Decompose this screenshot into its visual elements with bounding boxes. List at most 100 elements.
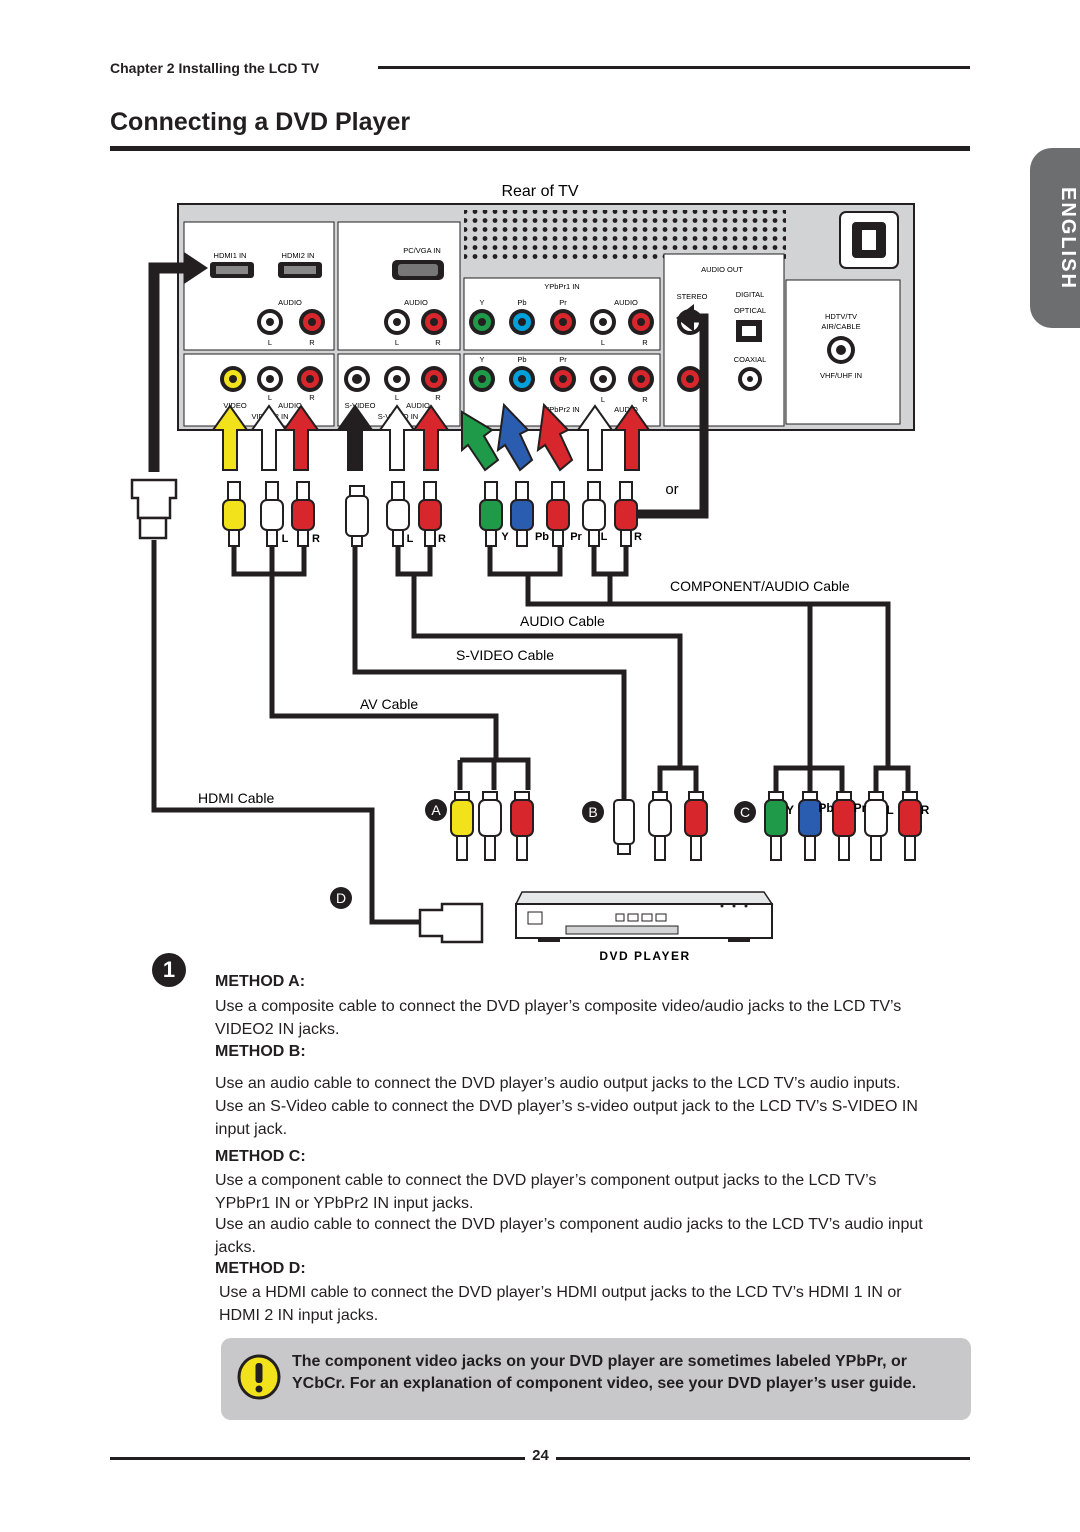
dvd-player-label: DVD PLAYER: [599, 949, 690, 963]
rca-jack: [550, 309, 576, 335]
rca-plug-white: [260, 481, 284, 547]
connection-diagram: Rear of TV: [130, 183, 930, 963]
method-marker-b: B: [582, 801, 604, 823]
y-label: Y: [501, 531, 509, 543]
audio-label: AUDIO: [614, 298, 638, 307]
hdmi-cable-label: HDMI Cable: [198, 790, 274, 806]
r-label: R: [634, 531, 642, 543]
vhf-label: VHF/UHF IN: [820, 371, 862, 380]
rca-plug-red: [898, 791, 922, 861]
audio-cable-label: AUDIO Cable: [520, 613, 605, 629]
hdmi-cable: [130, 252, 484, 944]
ypbpr2-label: YPbPr2 IN: [544, 405, 579, 414]
rca-jack: [421, 309, 447, 335]
l-label: L: [407, 533, 414, 545]
air-cable-label: AIR/CABLE: [821, 322, 860, 331]
r-label: R: [921, 803, 930, 817]
r-label: R: [309, 338, 315, 347]
method-b-text: Use an audio cable to connect the DVD pl…: [215, 1075, 918, 1138]
method-c-text-2: Use an audio cable to connect the DVD pl…: [215, 1216, 923, 1256]
footer-rule: [556, 1457, 970, 1460]
rca-plug-blue: [510, 481, 534, 547]
tv-side-plugs: [222, 481, 638, 547]
pr-label: Pr: [854, 801, 867, 815]
optical-label: OPTICAL: [734, 306, 766, 315]
pb-label: Pb: [517, 298, 526, 307]
audio-label: AUDIO: [406, 401, 430, 410]
coaxial-label: COAXIAL: [734, 355, 767, 364]
method-d-text: Use a HDMI cable to connect the DVD play…: [219, 1284, 902, 1324]
rca-plug-white: [386, 481, 410, 547]
rca-jack: [509, 309, 535, 335]
rca-plug-white: [478, 791, 502, 861]
rear-of-tv-label: Rear of TV: [501, 183, 578, 200]
footer-rule: [110, 1457, 525, 1460]
rca-plug-red: [684, 791, 708, 861]
connection-arrows: [211, 402, 651, 472]
title-rule: [110, 146, 970, 151]
video-label: VIDEO: [223, 401, 247, 410]
rca-plug-blue: [798, 791, 822, 861]
svideo-jack: [344, 366, 370, 392]
y-label: Y: [786, 803, 794, 817]
rca-jack: [509, 366, 535, 392]
rca-jack: [469, 309, 495, 335]
rca-plug-white: [648, 791, 672, 861]
audio-label: AUDIO: [404, 298, 428, 307]
dvd-player-illustration: [514, 891, 774, 942]
av-cable-label: AV Cable: [360, 696, 418, 712]
rca-plug-red: [614, 481, 638, 547]
tv-rear-panel: HDMI1 IN HDMI2 IN PC/VGA IN AUDIO AUDIO …: [177, 203, 915, 431]
r-label: R: [435, 338, 441, 347]
l-label: L: [886, 803, 893, 817]
rca-jack: [421, 366, 447, 392]
coaxial-jack: [738, 367, 762, 391]
note-box: [221, 1338, 971, 1420]
pr-label: Pr: [570, 531, 582, 543]
r-label: R: [312, 533, 320, 545]
rca-jack: [299, 309, 325, 335]
step-number-badge: 1: [152, 953, 186, 987]
svideo-plug: [345, 485, 369, 547]
pcvga-label: PC/VGA IN: [403, 246, 441, 255]
rca-plug-red: [510, 791, 534, 861]
note-text: The component video jacks on your DVD pl…: [292, 1353, 917, 1392]
rca-jack: [469, 366, 495, 392]
l-label: L: [268, 338, 272, 347]
l-label: L: [395, 393, 399, 402]
rca-jack: [628, 366, 654, 392]
svideo-plug: [613, 799, 635, 855]
audio-alt-arrow: [636, 304, 709, 519]
method-c-text-1: Use a component cable to connect the DVD…: [215, 1172, 877, 1212]
rca-jack: [677, 366, 703, 392]
audio-out-label: AUDIO OUT: [701, 265, 743, 274]
r-label: R: [642, 338, 648, 347]
svideo-cable-label: S-VIDEO Cable: [456, 647, 554, 663]
rca-jack: [384, 309, 410, 335]
l-label: L: [282, 533, 289, 545]
language-tab-label: ENGLISH: [1057, 186, 1079, 290]
rca-jack: [628, 309, 654, 335]
l-label: L: [268, 393, 272, 402]
rca-plug-green: [479, 481, 503, 547]
rca-plug-white: [582, 481, 606, 547]
l-label: L: [601, 395, 605, 404]
hdmi2-label: HDMI2 IN: [282, 251, 315, 260]
rca-jack: [590, 309, 616, 335]
rca-jack: [257, 366, 283, 392]
method-a-text: Use a composite cable to connect the DVD…: [215, 998, 902, 1038]
r-label: R: [438, 533, 446, 545]
method-a-heading: METHOD A:: [215, 973, 306, 990]
y-label: Y: [479, 355, 484, 364]
rca-jack: [220, 366, 246, 392]
rca-jack: [297, 366, 323, 392]
cable-wires: [231, 546, 911, 800]
page-number: 24: [532, 1447, 549, 1464]
l-label: L: [395, 338, 399, 347]
digital-label: DIGITAL: [736, 290, 765, 299]
l-label: L: [601, 338, 605, 347]
hdtv-label: HDTV/TV: [825, 312, 857, 321]
hdmi1-label: HDMI1 IN: [214, 251, 247, 260]
method-marker-a: A: [425, 799, 447, 821]
audio-label: AUDIO: [278, 401, 302, 410]
